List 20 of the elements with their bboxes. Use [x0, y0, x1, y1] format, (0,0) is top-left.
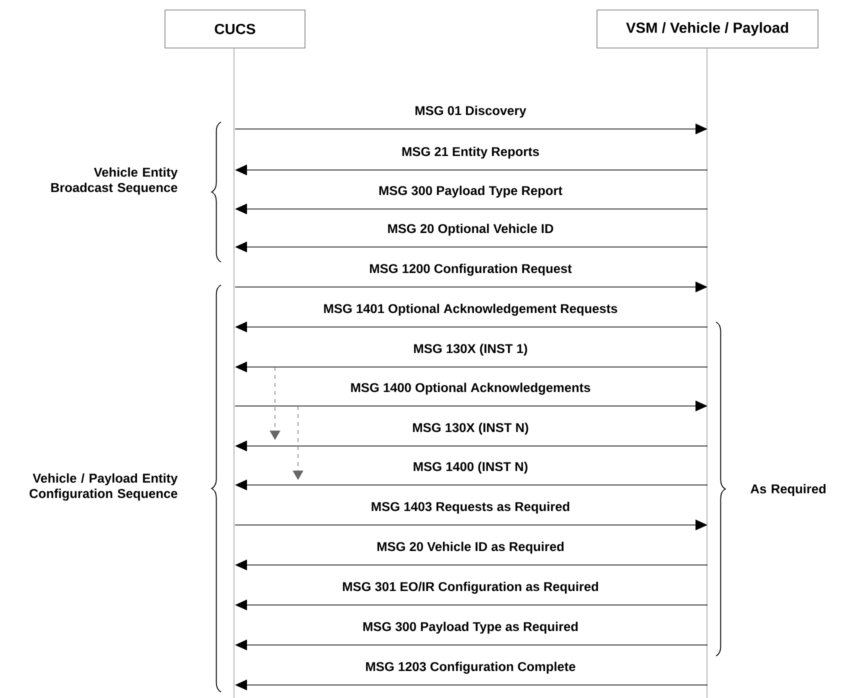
group-label: Vehicle / Payload Entity Configuration Sequence [30, 473, 178, 501]
message-label: MSG 130X (INST N) [413, 422, 528, 435]
message-label: MSG 1403 Requests as Required [372, 502, 570, 514]
group-label: As Required [750, 484, 826, 496]
message-label: MSG 130X (INST 1) [414, 344, 528, 356]
message-label: MSG 01 Discovery [416, 106, 526, 118]
message-label: MSG 20 Vehicle ID as Required [377, 542, 564, 554]
message-label: MSG 300 Payload Type as Required [363, 622, 578, 634]
message-label: MSG 1400 Optional Acknowledgements [351, 382, 590, 395]
message-label: MSG 1400 (INST N) [414, 462, 528, 474]
message-label: MSG 1401 Optional Acknowledgement Requests [324, 304, 618, 316]
participant-box: VSM / Vehicle / Payload [596, 10, 818, 48]
message-label: MSG 1203 Configuration Complete [366, 662, 576, 674]
message-label: MSG 301 EO/IR Configuration as Required [342, 582, 598, 594]
message-label: MSG 20 Optional Vehicle ID [388, 224, 554, 236]
message-label: MSG 1200 Configuration Request [370, 264, 572, 276]
message-label: MSG 21 Entity Reports [402, 146, 539, 159]
participant-box: CUCS [164, 10, 306, 48]
message-label: MSG 300 Payload Type Report [379, 186, 562, 198]
group-label: Vehicle Entity Broadcast Sequence [51, 167, 178, 195]
